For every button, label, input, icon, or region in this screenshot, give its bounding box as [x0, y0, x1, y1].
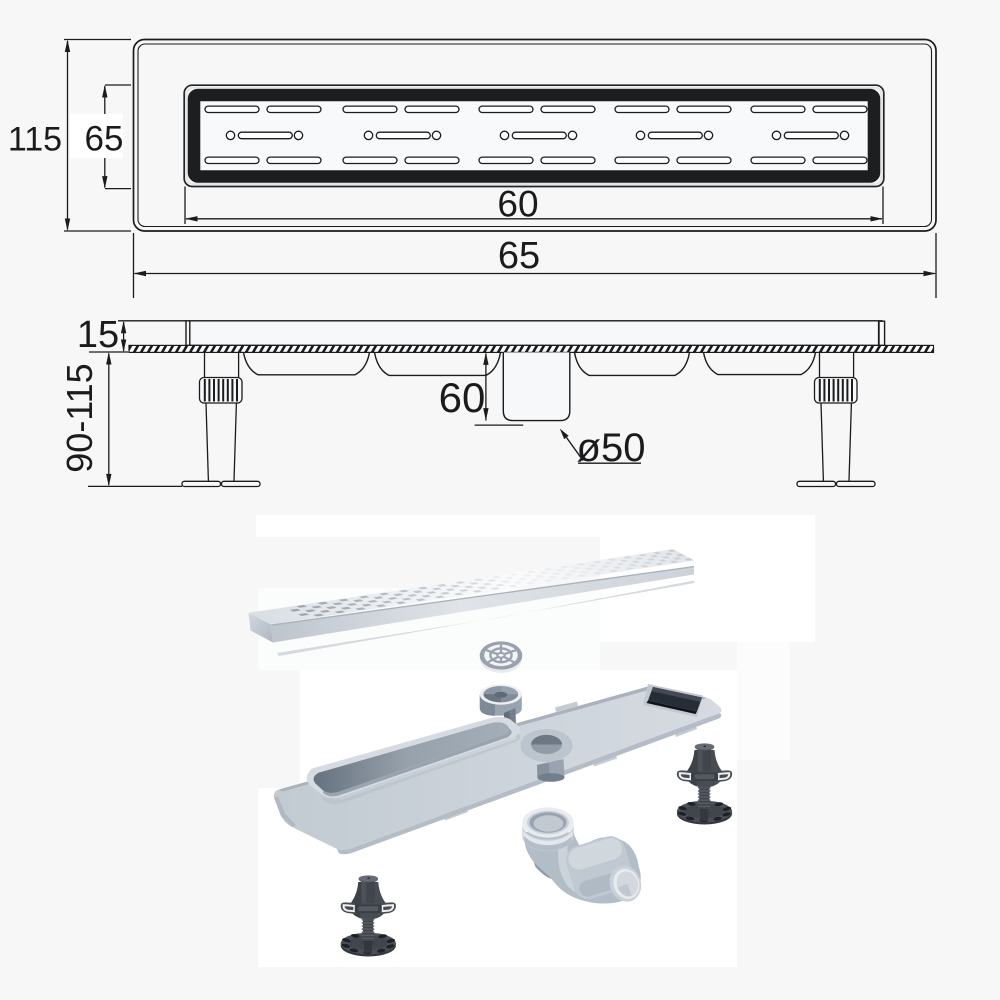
svg-text:60: 60 — [439, 374, 486, 421]
svg-text:115: 115 — [8, 121, 62, 159]
svg-text:65: 65 — [498, 235, 540, 277]
svg-text:15: 15 — [77, 314, 119, 356]
svg-text:60: 60 — [497, 184, 538, 225]
svg-text:90-115: 90-115 — [59, 363, 100, 472]
svg-text:65: 65 — [85, 120, 124, 159]
